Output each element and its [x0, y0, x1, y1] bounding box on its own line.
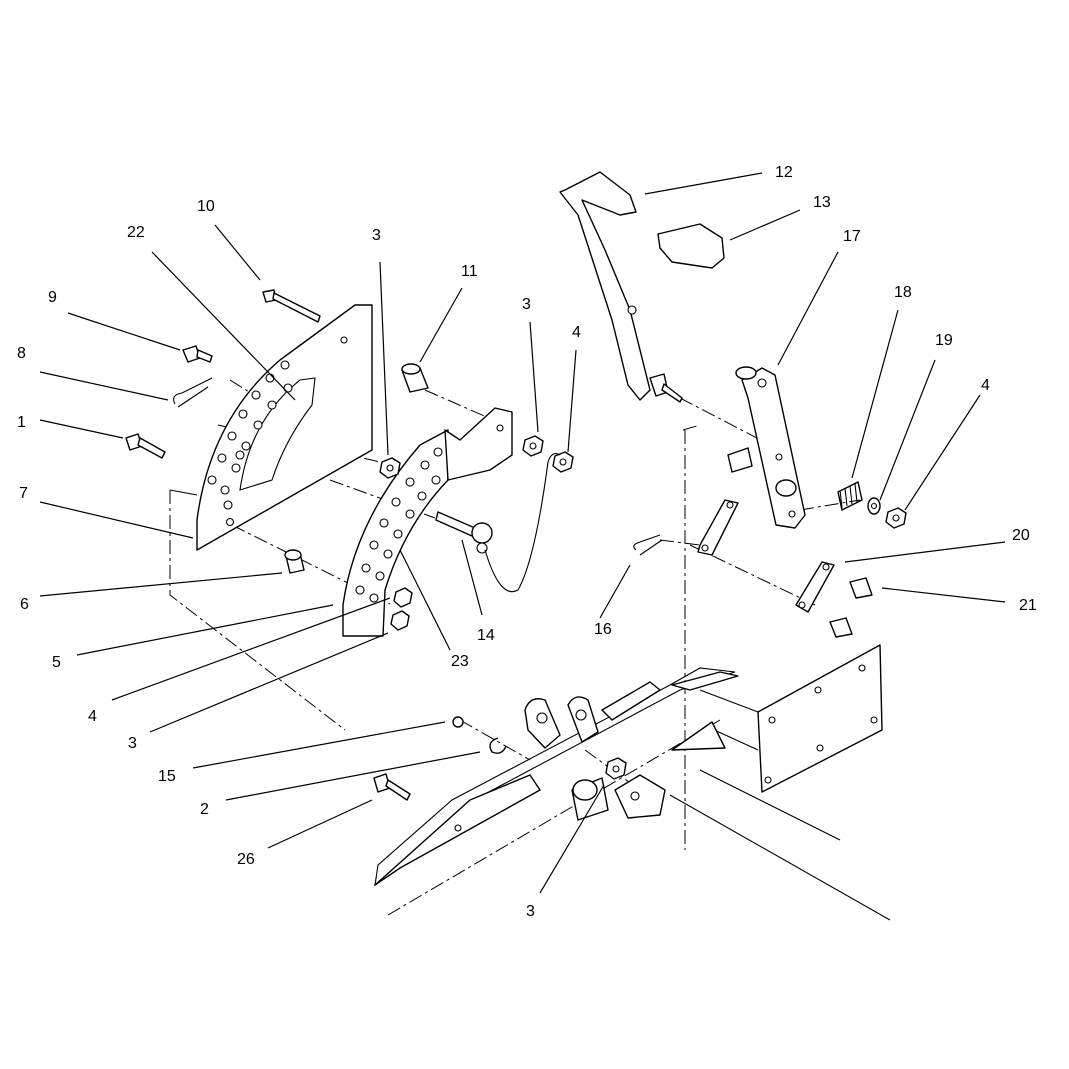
nut-4-far-right [885, 507, 907, 529]
callout-3-right: 3 [522, 296, 531, 313]
pedal-12 [559, 171, 683, 403]
callout-16: 16 [594, 621, 612, 638]
callout-labels: 12 13 17 18 19 4 10 22 3 11 3 4 9 8 1 7 … [17, 164, 1037, 920]
nut-4-lower [393, 587, 413, 608]
washer-19 [867, 497, 881, 515]
plate-7-holes [207, 336, 348, 527]
link-plate [633, 499, 739, 556]
mounting-plate-7 [169, 304, 373, 551]
bolt-26 [373, 773, 411, 801]
hitch-plate [699, 644, 883, 793]
lever-bracket [444, 407, 513, 481]
callout-19: 19 [935, 332, 953, 349]
callout-1: 1 [17, 414, 26, 431]
nut-3-bottom [605, 757, 627, 780]
callout-9: 9 [48, 289, 57, 306]
pedal-pad-13 [657, 223, 725, 269]
pin-14 [435, 453, 561, 593]
callout-8: 8 [17, 345, 26, 362]
callout-13: 13 [813, 194, 831, 211]
callout-4-right: 4 [572, 324, 581, 341]
spacer-6 [284, 549, 305, 574]
callout-7: 7 [19, 485, 28, 502]
cotter-pin-8 [173, 377, 213, 408]
callout-2: 2 [200, 801, 209, 818]
frame-tube [374, 667, 891, 921]
callout-18: 18 [894, 284, 912, 301]
callout-15: 15 [158, 768, 176, 785]
spacer-11 [401, 363, 429, 393]
callout-3-lower: 3 [128, 735, 137, 752]
callout-23: 23 [451, 653, 469, 670]
callout-20: 20 [1012, 527, 1030, 544]
callout-14: 14 [477, 627, 495, 644]
quadrant-plate-23 [342, 429, 449, 637]
spring-18 [837, 481, 863, 511]
callout-3-upper: 3 [372, 227, 381, 244]
callout-4-lower: 4 [88, 708, 97, 725]
retainer-15 [452, 716, 464, 728]
callout-12: 12 [775, 164, 793, 181]
callout-21: 21 [1019, 597, 1037, 614]
nut-3-upper [379, 457, 401, 479]
nut-3-right [522, 435, 544, 457]
shoulder-bolt-21 [829, 577, 873, 638]
callout-10: 10 [197, 198, 215, 215]
clevis-brackets [524, 671, 739, 821]
callout-3-bottom: 3 [526, 903, 535, 920]
lever-arm-17 [727, 366, 806, 529]
callout-11: 11 [461, 263, 478, 280]
quadrant-plate-22 [239, 377, 316, 491]
callout-26: 26 [237, 851, 255, 868]
callout-22: 22 [127, 224, 145, 241]
callout-17: 17 [843, 228, 861, 245]
bolt-9 [182, 345, 213, 363]
link-20 [795, 561, 835, 613]
nut-4-right [552, 451, 574, 473]
e-ring-2 [489, 737, 507, 754]
callout-6: 6 [20, 596, 29, 613]
nut-3-lower [390, 610, 410, 631]
leader-lines [39, 172, 1006, 894]
bolt-1 [125, 433, 166, 459]
callout-4-far-right: 4 [981, 377, 990, 394]
bolt-10 [262, 289, 321, 323]
callout-5: 5 [52, 654, 61, 671]
